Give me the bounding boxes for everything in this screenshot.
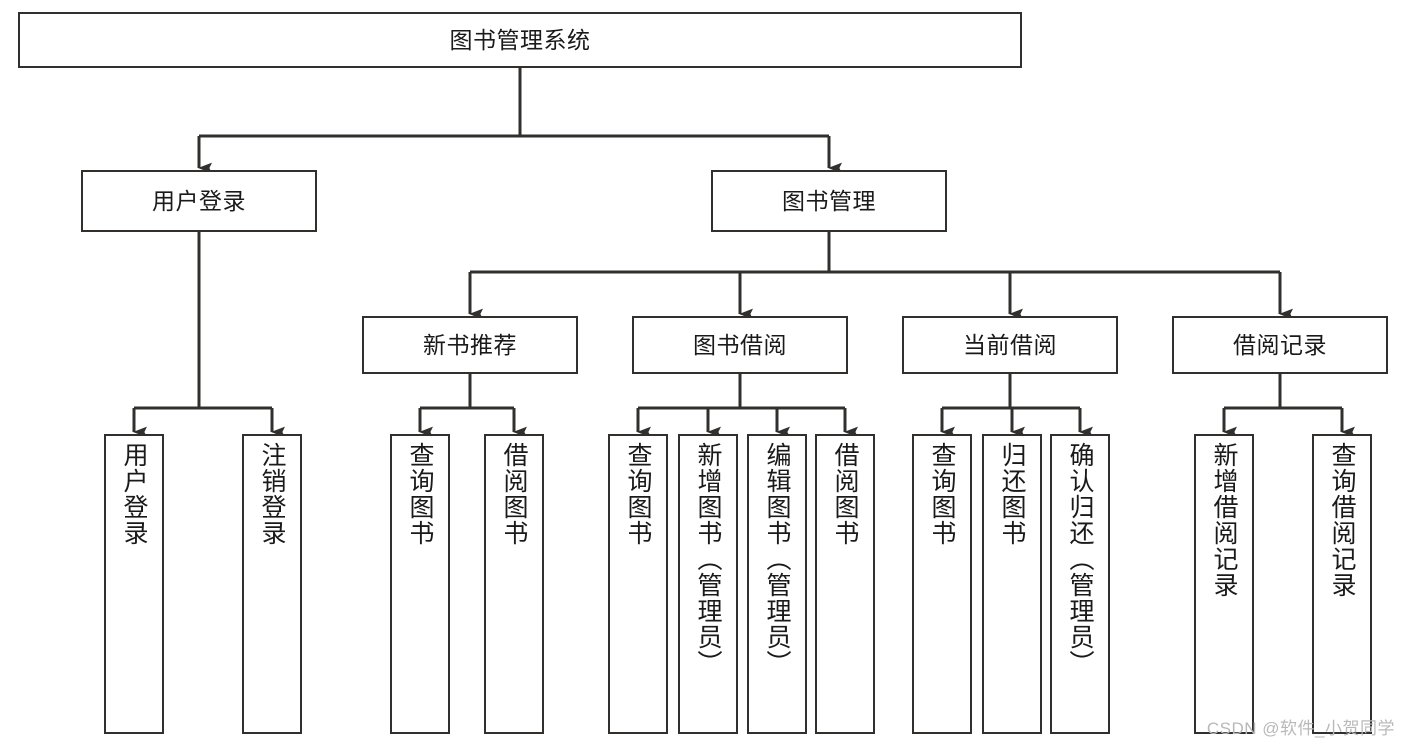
node-leaf-6-编辑图书管理员[interactable]: 编辑图书（管理员） [747,434,807,734]
node-label: 借阅图书 [500,442,528,546]
node-label: 查询图书 [624,442,652,546]
node-label: 新书推荐 [423,331,517,358]
node-leaf-3-借阅图书[interactable]: 借阅图书 [484,434,544,734]
node-leaf-2-查询图书[interactable]: 查询图书 [390,434,450,734]
node-l2-用户登录[interactable]: 用户登录 [81,170,317,232]
node-label: 查询借阅记录 [1328,442,1356,598]
node-leaf-7-借阅图书[interactable]: 借阅图书 [815,434,875,734]
node-label: 借阅图书 [831,442,859,546]
node-l2-图书管理[interactable]: 图书管理 [711,170,947,232]
node-label: 编辑图书（管理员） [763,442,791,676]
node-label: 查询图书 [406,442,434,546]
node-label: 新增借阅记录 [1210,442,1238,598]
node-label: 查询图书 [928,442,956,546]
node-leaf-0-用户登录[interactable]: 用户登录 [104,434,164,734]
node-label: 当前借阅 [963,331,1057,358]
node-leaf-12-查询借阅记录[interactable]: 查询借阅记录 [1312,434,1372,734]
node-root-图书管理系统[interactable]: 图书管理系统 [18,12,1022,68]
node-label: 用户登录 [152,187,246,214]
node-l3-借阅记录[interactable]: 借阅记录 [1172,316,1388,374]
node-leaf-1-注销登录[interactable]: 注销登录 [242,434,302,734]
node-label: 归还图书 [998,442,1026,546]
node-label: 借阅记录 [1233,331,1327,358]
node-label: 图书借阅 [693,331,787,358]
node-leaf-10-确认归还管理员[interactable]: 确认归还（管理员） [1050,434,1110,734]
csdn-watermark: CSDN @软件_小贺同学 [1206,719,1395,738]
node-leaf-11-新增借阅记录[interactable]: 新增借阅记录 [1194,434,1254,734]
node-label: 图书管理 [782,187,876,214]
node-label: 注销登录 [258,442,286,546]
node-leaf-9-归还图书[interactable]: 归还图书 [982,434,1042,734]
node-leaf-8-查询图书[interactable]: 查询图书 [912,434,972,734]
node-label: 图书管理系统 [449,26,591,53]
node-leaf-4-查询图书[interactable]: 查询图书 [608,434,668,734]
node-label: 用户登录 [120,442,148,546]
node-l3-当前借阅[interactable]: 当前借阅 [902,316,1118,374]
node-l3-新书推荐[interactable]: 新书推荐 [362,316,578,374]
node-l3-图书借阅[interactable]: 图书借阅 [632,316,848,374]
node-label: 新增图书（管理员） [694,442,722,676]
node-leaf-5-新增图书管理员[interactable]: 新增图书（管理员） [678,434,738,734]
node-label: 确认归还（管理员） [1066,442,1094,676]
